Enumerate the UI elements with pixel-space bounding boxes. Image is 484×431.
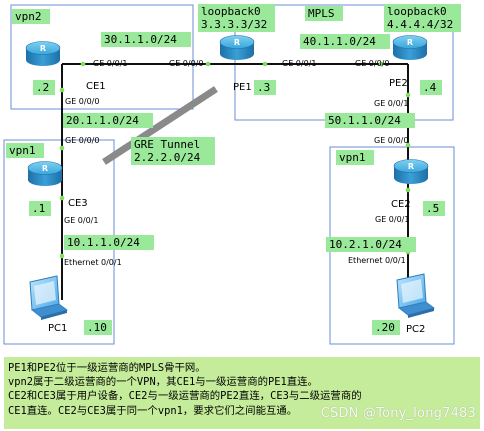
gre-tunnel-name: GRE Tunnel [134,138,200,151]
port-pe2-down: GE 0/0/1 [374,99,408,108]
ce2-name: CE2 [391,199,411,210]
vpn1-right-zone-label: vpn1 [339,151,366,164]
port-ce2-up: GE 0/0/0 [374,136,408,145]
pe2-name: PE2 [389,78,408,89]
router-ce2-icon[interactable] [393,159,429,185]
pc1-host-id: .10 [87,321,107,334]
port-pc1-eth: Ethernet 0/0/1 [64,258,122,267]
pe1-loopback-name: loopback0 [201,5,261,18]
port-ce3-down: GE 0/0/1 [64,216,98,225]
pc2-name: PC2 [406,324,425,335]
port-ce1-down: GE 0/0/0 [65,97,99,106]
subnet-ce3-pc1: 10.1.1.0/24 [67,236,140,249]
vpn1-left-zone-label: vpn1 [9,144,36,157]
pc2-host-id: .20 [375,321,395,334]
watermark: CSDN @Tony_long7483 [320,406,476,421]
port-ce2-down: GE 0/0/1 [375,215,409,224]
router-ce3-icon[interactable] [27,161,63,187]
subnet-ce1-pe1: 30.1.1.0/24 [104,33,177,46]
subnet-pe2-ce2: 50.1.1.0/24 [328,114,401,127]
router-pe1-icon[interactable] [219,35,255,61]
port-pe1-to-pe2: GE 0/0/1 [282,59,316,68]
port-ce3-up: GE 0/0/0 [65,136,99,145]
port-pc2-eth: Ethernet 0/0/1 [348,256,406,265]
pc2-icon[interactable] [396,273,435,319]
scenario-description: PE1和PE2位于一级运营商的MPLS骨干网。 vpn2属于二级运营商的一个VP… [4,357,480,429]
pe1-host-id: .3 [257,81,270,94]
router-pe2-icon[interactable] [392,35,428,61]
gre-tunnel-subnet: 2.2.2.0/24 [134,151,201,164]
description-line-1: PE1和PE2位于一级运营商的MPLS骨干网。 [8,362,206,374]
router-ce1-icon[interactable] [25,41,61,67]
ce2-host-id: .5 [426,202,439,215]
ce1-host-id: .2 [36,81,49,94]
vpn2-zone-label: vpn2 [15,10,42,23]
ce3-host-id: .1 [32,202,45,215]
pe1-loopback-ip: 3.3.3.3/32 [201,18,267,31]
subnet-ce1-ce3: 20.1.1.0/24 [66,114,139,127]
subnet-ce2-pc2: 10.2.1.0/24 [329,238,402,251]
mpls-zone-label: MPLS [308,7,335,20]
port-pe1-to-ce1: GE 0/0/0 [169,59,203,68]
ce3-name: CE3 [68,198,88,209]
port-pe2-to-pe1: GE 0/0/0 [355,59,389,68]
subnet-pe1-pe2: 40.1.1.0/24 [303,35,376,48]
port-ce1-to-pe1: GE 0/0/1 [93,59,127,68]
pe2-host-id: .4 [423,81,437,94]
vpn2-zone [10,4,194,110]
port-dots [59,61,411,259]
pe2-loopback-ip: 4.4.4.4/32 [387,18,453,31]
description-line-2: vpn2属于二级运营商的一个VPN，其CE1与一级运营商的PE1直连。 [8,376,318,389]
gre-tunnel-line [102,86,218,165]
description-line-3: CE2和CE3属于用户设备，CE2与一级运营商的PE2直连，CE3与二级运营商的 [8,390,362,403]
description-line-4: CE1直连。CE2与CE3属于同一个vpn1，要求它们之间能互通。 [8,404,298,417]
pc1-name: PC1 [48,323,67,334]
pe1-name: PE1 [233,82,252,93]
ce1-name: CE1 [86,81,106,92]
pe2-loopback-name: loopback0 [387,5,447,18]
